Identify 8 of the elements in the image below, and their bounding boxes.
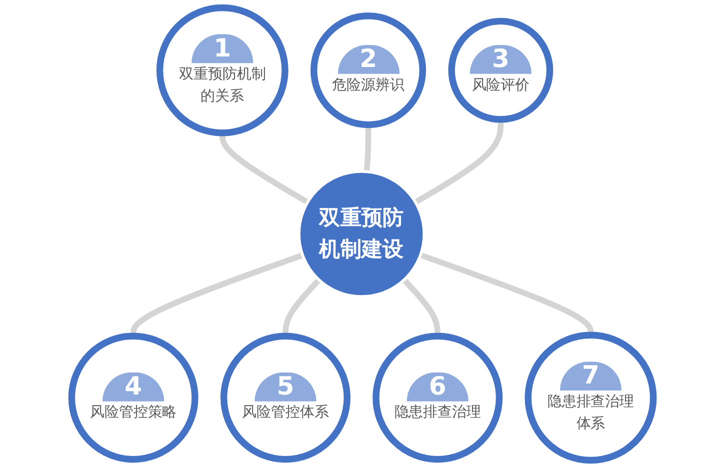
node-circle: 3 风险评价: [448, 18, 554, 123]
node-circle: 双重预防机制建设: [298, 170, 426, 298]
node-circle: 2 危险源辨识: [310, 12, 426, 128]
node-circle: 5 风险管控体系: [220, 332, 350, 463]
node-circle: 6 隐患排查治理: [372, 332, 503, 463]
node-circle: 1 双重预防机制的关系: [156, 4, 288, 136]
node-circle: 7 隐患排查治理体系: [524, 332, 657, 464]
node-circle: 4 风险管控策略: [68, 332, 198, 463]
